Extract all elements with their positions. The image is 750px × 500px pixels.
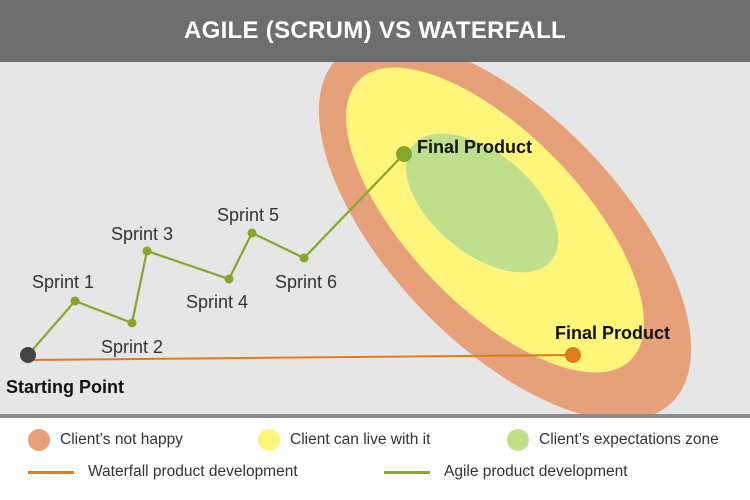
divider — [0, 414, 750, 418]
satisfaction-zones — [318, 62, 692, 414]
zone-expectations — [405, 133, 559, 273]
sprint-points — [70, 228, 309, 328]
legend-item-waterfall: Waterfall product development — [28, 461, 298, 483]
comparison-diagram: Sprint 1 Sprint 2 Sprint 3 Sprint 4 Spri… — [6, 62, 692, 414]
legend-item-not-happy: Client’s not happy — [28, 429, 183, 451]
sprint-point — [224, 274, 234, 284]
sprint-label: Sprint 3 — [111, 224, 173, 244]
sprint-label: Sprint 1 — [32, 272, 94, 292]
header-bar: AGILE (SCRUM) VS WATERFALL — [0, 0, 750, 62]
sprint-point — [142, 246, 152, 256]
legend-label: Agile product development — [444, 463, 628, 480]
legend-label: Client’s expectations zone — [539, 431, 719, 448]
legend-swatch — [258, 429, 280, 451]
legend-item-live-with-it: Client can live with it — [258, 429, 430, 451]
legend-item-expectations: Client’s expectations zone — [507, 429, 719, 451]
sprint-label: Sprint 6 — [275, 272, 337, 292]
sprint-point — [127, 318, 137, 328]
starting-point-label: Starting Point — [6, 377, 124, 397]
sprint-label: Sprint 2 — [101, 337, 163, 357]
legend-line-swatch — [384, 470, 430, 474]
sprint-label: Sprint 4 — [186, 292, 248, 312]
sprint-point — [247, 228, 257, 238]
legend-item-agile: Agile product development — [384, 461, 628, 483]
starting-point-marker — [20, 347, 36, 363]
agile-final-point — [396, 146, 412, 162]
legend-label: Client can live with it — [290, 431, 431, 448]
diagram-area: Sprint 1 Sprint 2 Sprint 3 Sprint 4 Spri… — [0, 62, 750, 414]
waterfall-final-label: Final Product — [555, 323, 670, 343]
waterfall-line — [27, 354, 574, 361]
legend-label: Client’s not happy — [60, 431, 183, 448]
sprint-point — [70, 296, 80, 306]
legend-line-swatch — [28, 470, 74, 474]
legend: Client’s not happy Client can live with … — [0, 418, 750, 500]
sprint-point — [299, 253, 309, 263]
agile-final-label: Final Product — [417, 137, 532, 157]
page-title: AGILE (SCRUM) VS WATERFALL — [183, 17, 566, 44]
legend-swatch — [28, 429, 50, 451]
sprint-labels: Sprint 1 Sprint 2 Sprint 3 Sprint 4 Spri… — [32, 205, 337, 357]
legend-label: Waterfall product development — [88, 463, 298, 480]
waterfall-final-point — [565, 347, 581, 363]
sprint-label: Sprint 5 — [217, 205, 279, 225]
legend-swatch — [507, 429, 529, 451]
agile-line — [27, 153, 405, 356]
